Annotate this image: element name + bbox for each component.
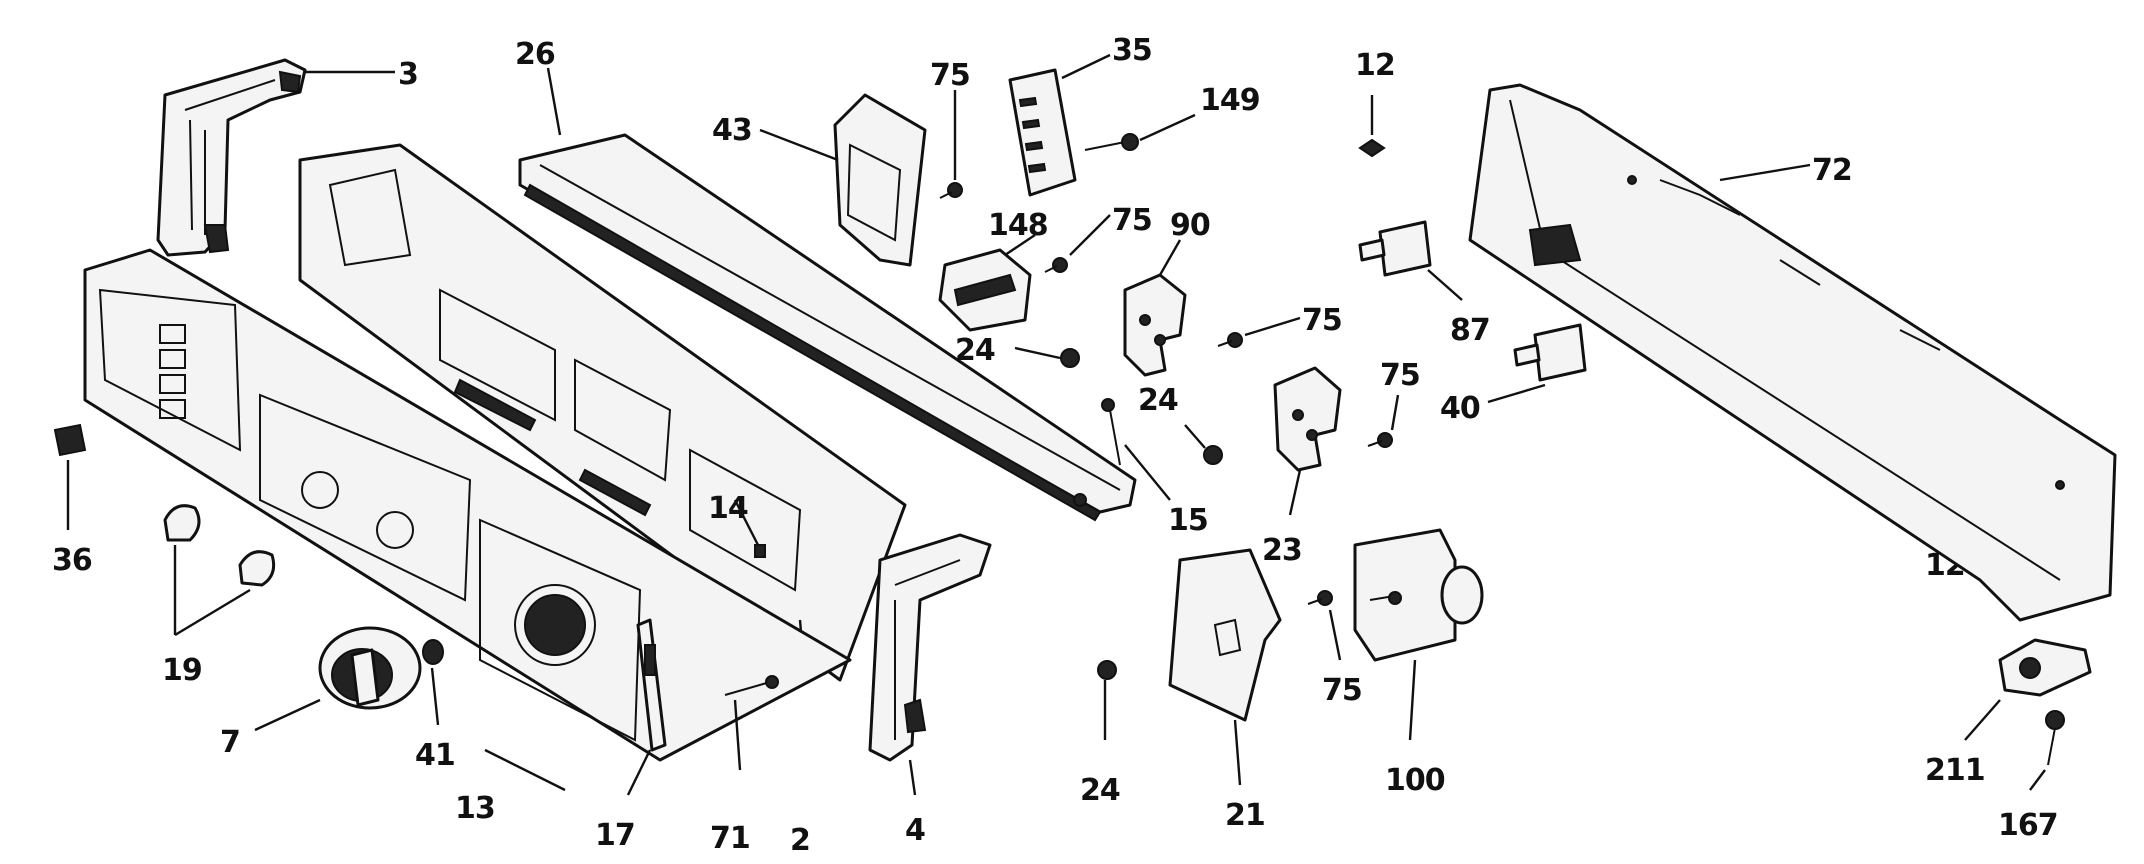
- label-71: 71: [710, 821, 750, 856]
- label-21: 21: [1225, 798, 1265, 833]
- part-19-knob-caps: [163, 504, 276, 587]
- part-17-slider: [636, 618, 667, 752]
- label-17: 17: [595, 818, 635, 853]
- label-26: 26: [515, 37, 555, 72]
- label-13: 13: [455, 791, 495, 826]
- leader-17: [626, 749, 652, 796]
- leader-14: [733, 499, 760, 546]
- part-21-mounting-plate: [1168, 548, 1282, 722]
- leader-148: [1004, 234, 1036, 256]
- label-36: 36: [52, 543, 92, 578]
- label-211: 211: [1925, 753, 1985, 788]
- part-36-button: [53, 423, 87, 457]
- leader-43: [759, 128, 839, 162]
- leader-19: [173, 545, 251, 637]
- part-43-bracket: [833, 93, 927, 267]
- label-75d: 75: [1380, 358, 1420, 393]
- label-23: 23: [1262, 533, 1302, 568]
- part-149-screw: [1084, 133, 1139, 151]
- leader-75e: [1328, 609, 1342, 661]
- leader-35: [1061, 53, 1111, 80]
- label-24c: 24: [1080, 773, 1120, 808]
- part-24-screws: [1060, 348, 1223, 680]
- part-13-front-fascia: [83, 248, 852, 762]
- leader-100: [1408, 659, 1417, 741]
- part-100-timer: [1353, 528, 1484, 662]
- part-72-backsplash-housing: [1468, 83, 2117, 622]
- label-19: 19: [162, 653, 202, 688]
- leader-75c: [1244, 316, 1301, 337]
- part-90-bracket: [1123, 273, 1187, 377]
- leader-211: [1964, 699, 2001, 741]
- label-90: 90: [1170, 208, 1210, 243]
- part-148-mount: [938, 248, 1032, 332]
- leader-167: [2029, 769, 2046, 791]
- leader-24a: [1014, 346, 1061, 360]
- leader-4: [908, 759, 917, 796]
- part-26-top-rail: [518, 133, 1137, 522]
- part-7-timer-knob: [318, 626, 422, 710]
- label-14: 14: [708, 491, 748, 526]
- leader-26: [546, 67, 562, 136]
- label-72: 72: [1812, 153, 1852, 188]
- leader-7: [254, 698, 321, 732]
- part-15-long-screw: [1101, 398, 1121, 466]
- label-15: 15: [1168, 503, 1208, 538]
- label-24a: 24: [955, 333, 995, 368]
- part-71-screw: [724, 675, 779, 696]
- part-87-switch: [1358, 220, 1432, 277]
- label-12a: 12: [1355, 48, 1395, 83]
- leader-40: [1487, 383, 1546, 404]
- leader-75b: [1069, 214, 1111, 256]
- label-7: 7: [220, 725, 240, 760]
- label-4: 4: [905, 813, 925, 848]
- label-149: 149: [1200, 83, 1260, 118]
- label-35: 35: [1112, 33, 1152, 68]
- part-75-screws: [939, 182, 1393, 606]
- leader-24b: [1184, 424, 1206, 449]
- part-41-spacer: [422, 639, 444, 665]
- leader-15: [1124, 444, 1171, 501]
- leader-87: [1427, 269, 1463, 301]
- leader-23: [1288, 469, 1302, 516]
- part-40-switch: [1513, 323, 1587, 382]
- label-75a: 75: [930, 58, 970, 93]
- label-43: 43: [712, 113, 752, 148]
- label-148: 148: [988, 208, 1048, 243]
- label-2: 2: [790, 823, 810, 858]
- label-24b: 24: [1138, 383, 1178, 418]
- part-167-screw: [2045, 710, 2065, 766]
- label-75c: 75: [1302, 303, 1342, 338]
- part-211-hinge-bracket: [1998, 638, 2092, 697]
- label-3: 3: [398, 57, 418, 92]
- leader-41: [430, 667, 440, 726]
- label-100: 100: [1385, 763, 1445, 798]
- leader-71: [733, 699, 742, 771]
- part-3-left-endcap: [156, 58, 307, 257]
- label-75e: 75: [1322, 673, 1362, 708]
- label-40: 40: [1440, 391, 1480, 426]
- leader-90: [1158, 239, 1182, 276]
- leader-72: [1719, 163, 1811, 182]
- leader-21: [1233, 719, 1242, 786]
- part-23-bracket: [1273, 366, 1342, 472]
- leader-13: [484, 748, 566, 792]
- leader-75d: [1390, 394, 1400, 431]
- label-75b: 75: [1112, 203, 1152, 238]
- part-2-control-panel-frame: [298, 143, 907, 682]
- label-87: 87: [1450, 313, 1490, 348]
- part-4-right-endcap: [868, 533, 992, 762]
- label-41: 41: [415, 738, 455, 773]
- part-35-switch-block: [1008, 68, 1077, 197]
- leader-149: [1139, 113, 1196, 142]
- label-167: 167: [1998, 808, 2058, 843]
